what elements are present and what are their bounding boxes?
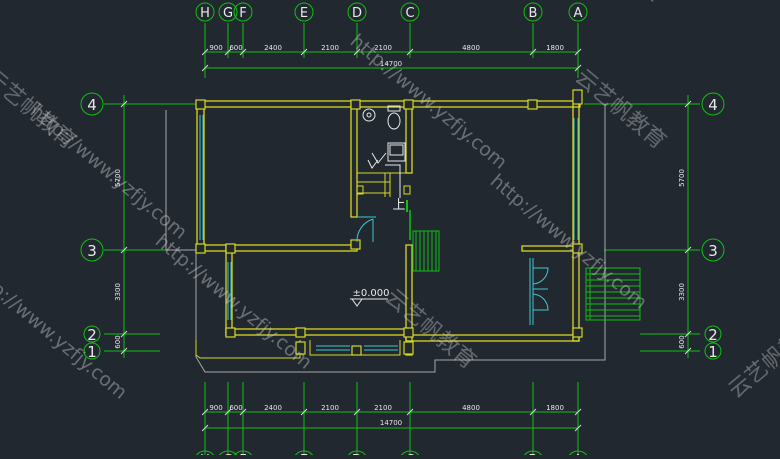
dimension-labels-top: 900 600 2400 2100 2100 4800 1800 14700 xyxy=(209,44,564,68)
axis-right-4: 4 xyxy=(708,96,718,114)
axis-top-e: E xyxy=(300,6,308,21)
dim-label-top-4: 2100 xyxy=(374,44,392,52)
dimension-labels-bottom: 900 600 2400 2100 2100 4800 1800 14700 xyxy=(209,404,564,427)
columns xyxy=(195,89,583,356)
dim-right-600: 600 xyxy=(678,335,686,348)
axis-labels-top: H G F E D C B A xyxy=(200,6,582,21)
dim-left-600: 600 xyxy=(114,335,122,348)
dimension-ticks-top xyxy=(201,48,582,72)
axis-top-h: H xyxy=(200,6,210,21)
door-bathroom xyxy=(356,216,376,243)
axis-bubbles-top xyxy=(195,2,588,22)
dimension-chain-top xyxy=(204,23,579,78)
dim-label-bottom-3: 2100 xyxy=(321,404,339,412)
dim-right-3300: 3300 xyxy=(678,283,686,301)
side-axis-ticks xyxy=(120,100,692,355)
dim-label-top-2: 2400 xyxy=(264,44,282,52)
axis-right-1: 1 xyxy=(708,343,718,361)
windows xyxy=(199,115,579,351)
axis-top-c: C xyxy=(405,6,414,21)
axis-left-1: 1 xyxy=(87,343,97,361)
axis-top-a: A xyxy=(574,6,583,21)
side-axis-lines xyxy=(104,95,700,358)
interior-stair xyxy=(356,172,412,197)
side-axis-labels: 4 3 2 1 4 3 2 1 xyxy=(87,96,718,361)
exterior-walls xyxy=(196,100,581,356)
axis-left-3: 3 xyxy=(87,242,97,260)
axis-right-2: 2 xyxy=(708,326,718,344)
dim-label-bottom-0: 900 xyxy=(209,404,222,412)
axis-top-g: G xyxy=(223,6,233,21)
dim-total-top: 14700 xyxy=(380,60,402,68)
dim-label-top-6: 1800 xyxy=(546,44,564,52)
dim-left-5700: 5700 xyxy=(114,169,122,187)
dim-left-3300: 3300 xyxy=(114,283,122,301)
dim-total-bottom: 14700 xyxy=(380,419,402,427)
axis-left-4: 4 xyxy=(87,96,97,114)
dimension-ticks-bottom xyxy=(201,408,582,432)
dim-label-top-3: 2100 xyxy=(321,44,339,52)
toilet xyxy=(387,105,401,130)
axis-bubbles-bottom xyxy=(193,450,590,459)
shower-tray xyxy=(371,142,406,164)
entry-steps xyxy=(585,267,641,321)
dim-label-bottom-6: 1800 xyxy=(546,404,564,412)
dim-label-top-1: 600 xyxy=(229,44,242,52)
dim-label-bottom-4: 2100 xyxy=(374,404,392,412)
door-side-double xyxy=(532,267,549,311)
axis-top-b: B xyxy=(529,6,538,21)
stair-arrow xyxy=(367,159,401,198)
floor-level-label: ±0.000 xyxy=(352,288,389,299)
level-symbol xyxy=(350,298,388,307)
dim-label-bottom-2: 2400 xyxy=(264,404,282,412)
side-bubbles xyxy=(80,92,725,360)
side-dimension-labels: 5700 3300 600 5700 3300 600 xyxy=(114,169,686,349)
eave-outline xyxy=(165,104,606,373)
dimension-chain-bottom xyxy=(204,382,579,455)
axis-left-2: 2 xyxy=(87,326,97,344)
stair-up-label: 上 xyxy=(392,198,405,213)
exterior-steps xyxy=(412,230,440,272)
axis-top-f: F xyxy=(239,6,246,21)
axis-top-d: D xyxy=(352,6,362,21)
dim-label-top-0: 900 xyxy=(209,44,222,52)
dim-label-bottom-5: 4800 xyxy=(462,404,480,412)
axis-right-3: 3 xyxy=(708,242,718,260)
dim-label-top-5: 4800 xyxy=(462,44,480,52)
dim-label-bottom-1: 600 xyxy=(229,404,242,412)
dim-right-5700: 5700 xyxy=(678,169,686,187)
washbasin xyxy=(362,108,376,122)
